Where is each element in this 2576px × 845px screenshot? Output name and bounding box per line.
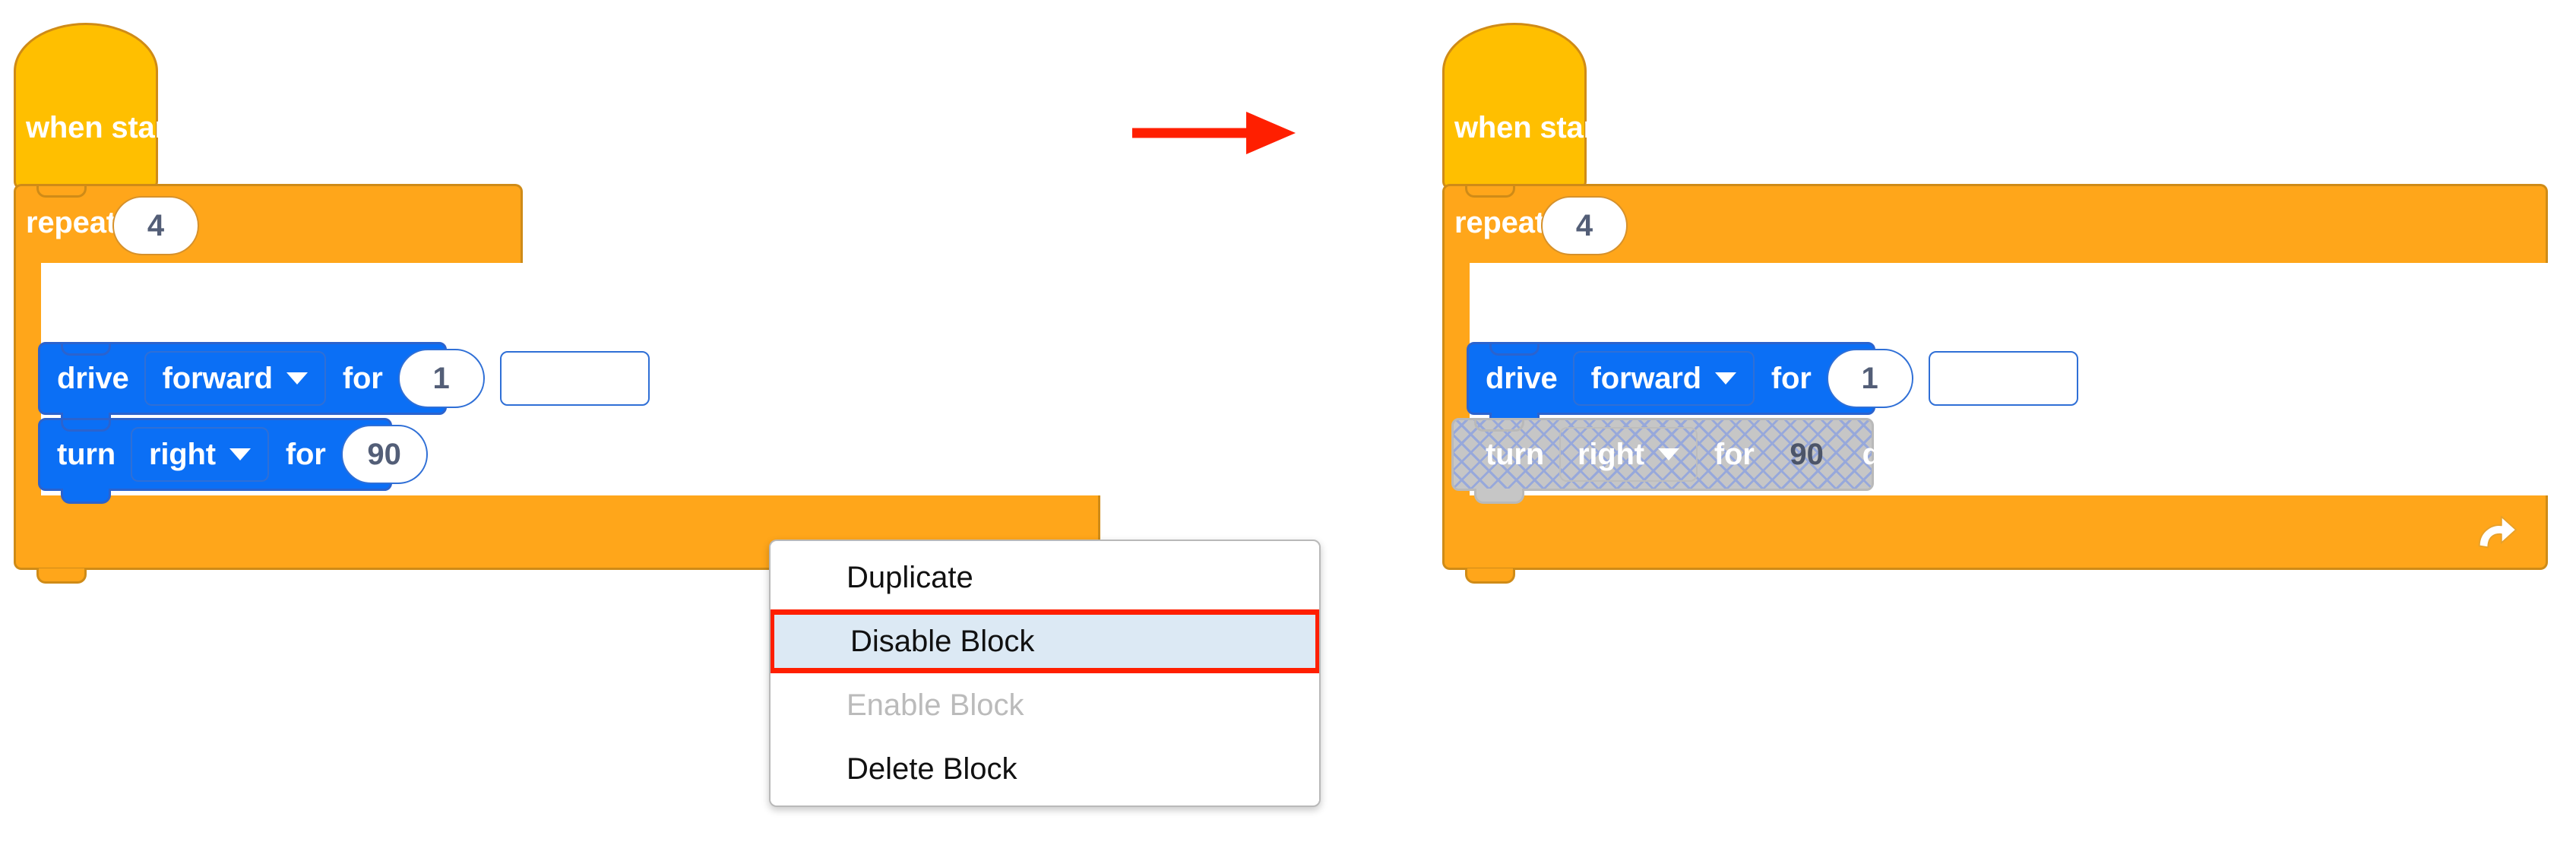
repeat-bottom-bar xyxy=(1442,495,2548,570)
hat-dome xyxy=(14,23,158,84)
turn-top-socket xyxy=(1474,418,1524,432)
drive-unit-value: steps xyxy=(517,362,597,395)
when-started-label: when started xyxy=(1454,111,1641,144)
drive-unit-dropdown[interactable]: steps xyxy=(1928,351,2079,406)
drive-amount-field[interactable]: 1 xyxy=(397,349,485,408)
repeat-c-block[interactable]: repeat 4 xyxy=(1442,184,2548,708)
turn-for-label: for xyxy=(1714,438,1755,471)
turn-block-disabled[interactable]: turn right for 90 degrees xyxy=(1451,418,1978,491)
repeat-count-field[interactable]: 4 xyxy=(1541,196,1628,255)
turn-word-label: turn xyxy=(1486,438,1544,471)
turn-direction-dropdown[interactable]: right xyxy=(1559,427,1698,482)
repeat-left-spine xyxy=(1442,261,1470,497)
after-state-panel: when started repeat 4 drive forward for … xyxy=(1429,0,2576,845)
drive-top-socket xyxy=(1489,342,1540,356)
drive-word-label: drive xyxy=(1486,362,1558,395)
drive-direction-value: forward xyxy=(162,362,273,395)
chevron-down-icon xyxy=(2039,372,2061,385)
turn-amount-field[interactable]: 90 xyxy=(340,425,428,484)
menu-item-enable-block: Enable Block xyxy=(771,673,1319,737)
drive-for-label: for xyxy=(342,362,383,395)
repeat-top-socket xyxy=(1465,184,1515,198)
drive-word-label: drive xyxy=(57,362,129,395)
chevron-down-icon xyxy=(610,372,632,385)
repeat-label: repeat xyxy=(26,206,116,239)
repeat-bottom-notch xyxy=(1465,568,1515,584)
turn-direction-dropdown[interactable]: right xyxy=(130,427,269,482)
before-state-panel: when started repeat 4 drive forward for … xyxy=(0,0,1140,845)
drive-amount-field[interactable]: 1 xyxy=(1826,349,1913,408)
repeat-label: repeat xyxy=(1454,206,1545,239)
turn-bottom-notch xyxy=(61,489,111,504)
repeat-bottom-notch xyxy=(36,568,87,584)
repeat-left-spine xyxy=(14,261,41,497)
turn-top-socket xyxy=(61,418,111,432)
chevron-down-icon xyxy=(1714,372,1736,385)
menu-item-duplicate[interactable]: Duplicate xyxy=(771,546,1319,609)
drive-direction-dropdown[interactable]: forward xyxy=(144,351,326,406)
hat-dome xyxy=(1442,23,1587,84)
repeat-count-field[interactable]: 4 xyxy=(112,196,199,255)
drive-direction-dropdown[interactable]: forward xyxy=(1572,351,1755,406)
menu-item-delete-block[interactable]: Delete Block xyxy=(771,737,1319,801)
turn-direction-value: right xyxy=(148,438,216,471)
menu-item-disable-block[interactable]: Disable Block xyxy=(771,609,1319,673)
block-context-menu[interactable]: Duplicate Disable Block Enable Block Del… xyxy=(769,540,1321,807)
repeat-top-bar xyxy=(14,184,523,263)
hat-body xyxy=(14,79,158,189)
chevron-down-icon xyxy=(1657,448,1679,460)
turn-unit-label: degrees xyxy=(442,438,559,471)
turn-direction-value: right xyxy=(1577,438,1644,471)
drive-direction-value: forward xyxy=(1590,362,1701,395)
turn-bottom-notch xyxy=(1474,489,1524,504)
drive-top-socket xyxy=(61,342,111,356)
turn-for-label: for xyxy=(285,438,326,471)
turn-unit-label: degrees xyxy=(1862,438,1978,471)
drive-unit-dropdown[interactable]: steps xyxy=(499,351,650,406)
loop-arrow-icon xyxy=(2478,515,2517,549)
when-started-hat-block[interactable]: when started xyxy=(1442,23,1641,201)
repeat-c-block[interactable]: repeat 4 xyxy=(14,184,1100,708)
flow-arrow-right-icon xyxy=(1132,112,1296,154)
repeat-top-socket xyxy=(36,184,87,198)
chevron-down-icon xyxy=(286,372,308,385)
drive-for-label: for xyxy=(1771,362,1812,395)
when-started-label: when started xyxy=(26,111,212,144)
chevron-down-icon xyxy=(229,448,251,460)
turn-amount-field[interactable]: 90 xyxy=(1790,437,1824,471)
when-started-hat-block[interactable]: when started xyxy=(14,23,212,201)
turn-word-label: turn xyxy=(57,438,116,471)
drive-unit-value: steps xyxy=(1946,362,2026,395)
